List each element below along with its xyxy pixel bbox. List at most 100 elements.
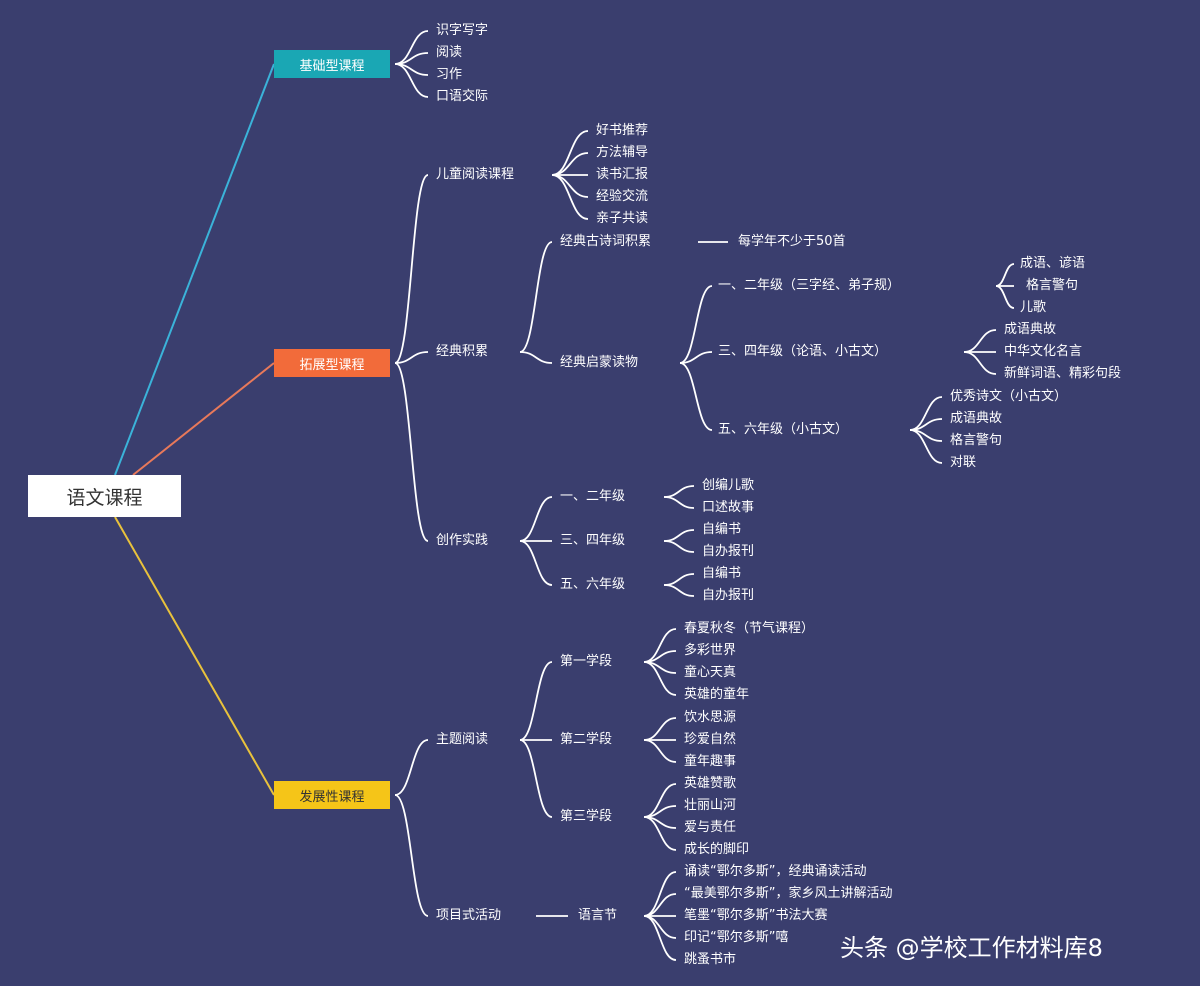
festival-item: 诵读“鄂尔多斯”，经典诵读活动	[684, 864, 867, 879]
books-connector	[679, 285, 713, 364]
g56-connector	[909, 429, 943, 464]
books-grade12-item: 成语、谚语	[1020, 256, 1086, 271]
language-festival-node: 语言节	[578, 908, 618, 923]
creative-g34-connector	[663, 529, 695, 542]
basic-connector	[394, 63, 429, 98]
root-to-basic-line	[114, 63, 275, 476]
g12-connector	[995, 263, 1015, 287]
expand-course-node[interactable]: 拓展型课程	[274, 349, 390, 377]
g34-connector	[963, 329, 997, 353]
creative-g56-connector	[663, 584, 695, 597]
books-grade34-item: 新鲜词语、精彩句段	[1004, 366, 1122, 381]
creative-item: 创编儿歌	[702, 478, 755, 493]
creative-g56-connector	[663, 573, 695, 586]
reading-connector	[551, 174, 589, 198]
books-grade34-item: 成语典故	[1004, 322, 1057, 337]
stage1-item: 春夏秋冬（节气课程）	[684, 621, 815, 636]
festival-item: “最美鄂尔多斯”，家乡风土讲解活动	[684, 886, 893, 901]
stage3-item: 壮丽山河	[684, 798, 737, 813]
festival-item: 印记“鄂尔多斯”嘻	[684, 930, 789, 945]
reading-item: 经验交流	[596, 189, 649, 204]
root-to-expand-line	[132, 362, 275, 476]
creative-connector	[519, 496, 553, 542]
g34-connector	[963, 351, 997, 375]
watermark: 头条 @学校工作材料库8	[840, 934, 1103, 962]
stage3-connector	[643, 816, 677, 851]
festival-item: 跳蚤书市	[684, 952, 737, 967]
books-grade56-item: 格言警句	[950, 433, 1003, 448]
root-to-develop-line	[114, 516, 275, 796]
books-grade12: 一、二年级（三字经、弟子规）	[718, 278, 901, 293]
stage2-connector	[643, 739, 677, 763]
stage1-item: 童心天真	[684, 665, 737, 680]
books-grade34: 三、四年级（论语、小古文）	[718, 344, 888, 359]
reading-item: 好书推荐	[596, 123, 649, 138]
books-node: 经典启蒙读物	[560, 355, 639, 370]
creative-item: 自办报刊	[702, 544, 755, 559]
books-grade56: 五、六年级（小古文）	[718, 422, 849, 437]
creative-item: 自编书	[702, 522, 742, 537]
expand-connector	[394, 362, 429, 542]
books-grade12-item: 格言警句	[1026, 278, 1079, 293]
festival-connector	[643, 915, 677, 939]
classic-connector	[519, 241, 553, 353]
stage3-item: 成长的脚印	[684, 842, 750, 857]
stage1-node: 第一学段	[560, 654, 613, 669]
creative-g34-connector	[663, 540, 695, 553]
books-grade34-item: 中华文化名言	[1004, 344, 1083, 359]
basic-item: 阅读	[436, 45, 463, 60]
basic-item: 口语交际	[436, 89, 489, 104]
creative-node: 创作实践	[436, 533, 489, 548]
books-connector	[679, 362, 713, 431]
books-grade12-item: 儿歌	[1020, 300, 1047, 315]
creative-item: 口述故事	[702, 500, 755, 515]
stage2-node: 第二学段	[560, 732, 613, 747]
expand-connector	[394, 351, 429, 364]
festival-item: 笔墨“鄂尔多斯”书法大赛	[684, 908, 828, 923]
creative-g12-connector	[663, 485, 695, 498]
stage2-item: 珍爱自然	[684, 732, 737, 747]
creative-g12-connector	[663, 496, 695, 509]
reading-connector	[551, 152, 589, 176]
reading-item: 亲子共读	[596, 211, 649, 226]
theme-reading-node: 主题阅读	[436, 732, 489, 747]
reading-connector	[551, 174, 589, 220]
develop-course-node[interactable]: 发展性课程	[274, 781, 390, 809]
books-connector	[679, 351, 713, 364]
theme-connector	[519, 661, 553, 741]
stage3-item: 爱与责任	[684, 820, 737, 835]
books-grade56-item: 对联	[950, 455, 977, 470]
theme-connector	[519, 739, 553, 818]
stage3-node: 第三学段	[560, 809, 613, 824]
basic-course-node[interactable]: 基础型课程	[274, 50, 390, 78]
festival-connector	[643, 915, 677, 961]
basic-item: 识字写字	[436, 23, 489, 38]
classic-connector	[519, 351, 553, 364]
expand-connector	[394, 174, 429, 364]
stage1-connector	[643, 661, 677, 696]
poems-node: 经典古诗词积累	[560, 234, 652, 249]
develop-connector	[394, 739, 429, 796]
creative-grade12: 一、二年级	[560, 489, 626, 504]
basic-item: 习作	[436, 67, 463, 82]
festival-connector	[643, 893, 677, 917]
reading-item: 方法辅导	[596, 145, 649, 160]
root-node[interactable]: 语文课程	[28, 475, 181, 517]
creative-item: 自办报刊	[702, 588, 755, 603]
g12-connector	[995, 285, 1015, 309]
stage1-item: 英雄的童年	[684, 687, 750, 702]
stage3-item: 英雄赞歌	[684, 776, 737, 791]
poems-note: 每学年不少于50首	[738, 234, 846, 249]
stage2-item: 饮水思源	[684, 710, 737, 725]
develop-connector	[394, 794, 429, 917]
stage2-item: 童年趣事	[684, 754, 737, 769]
project-activity-node: 项目式活动	[436, 908, 502, 923]
creative-connector	[519, 540, 553, 586]
creative-grade34: 三、四年级	[560, 533, 626, 548]
classic-node: 经典积累	[436, 344, 489, 359]
creative-grade56: 五、六年级	[560, 577, 626, 592]
reading-course-node: 儿童阅读课程	[436, 167, 515, 182]
stage2-connector	[643, 717, 677, 741]
